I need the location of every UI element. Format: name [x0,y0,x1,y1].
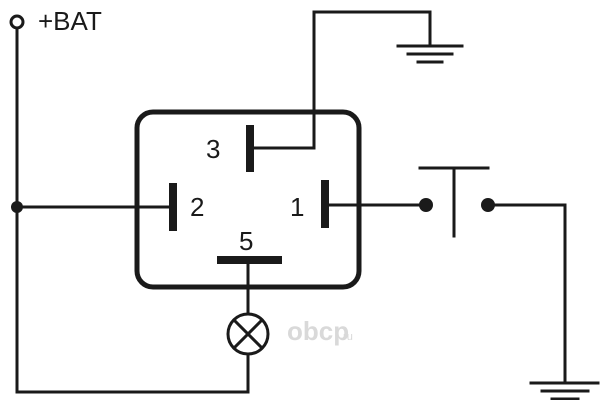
ground-symbol-bottom [529,381,600,400]
ground-symbol-top [396,44,464,64]
push-button-switch [418,166,495,238]
watermark-text: obcp [287,316,349,346]
wire-switch-to-ground [486,203,567,384]
wire-pin3-to-ground [252,10,432,150]
pin-1-label: 1 [290,192,304,222]
pin-5-label: 5 [239,226,253,256]
battery-terminal [9,14,25,30]
pin-2-label: 2 [190,192,204,222]
watermark: obcp .ru [287,316,353,346]
watermark-suffix: .ru [340,331,353,343]
lamp-icon [226,312,270,356]
pin-3-label: 3 [206,134,220,164]
battery-label: +BAT [38,6,102,36]
supply-wire [15,26,250,394]
